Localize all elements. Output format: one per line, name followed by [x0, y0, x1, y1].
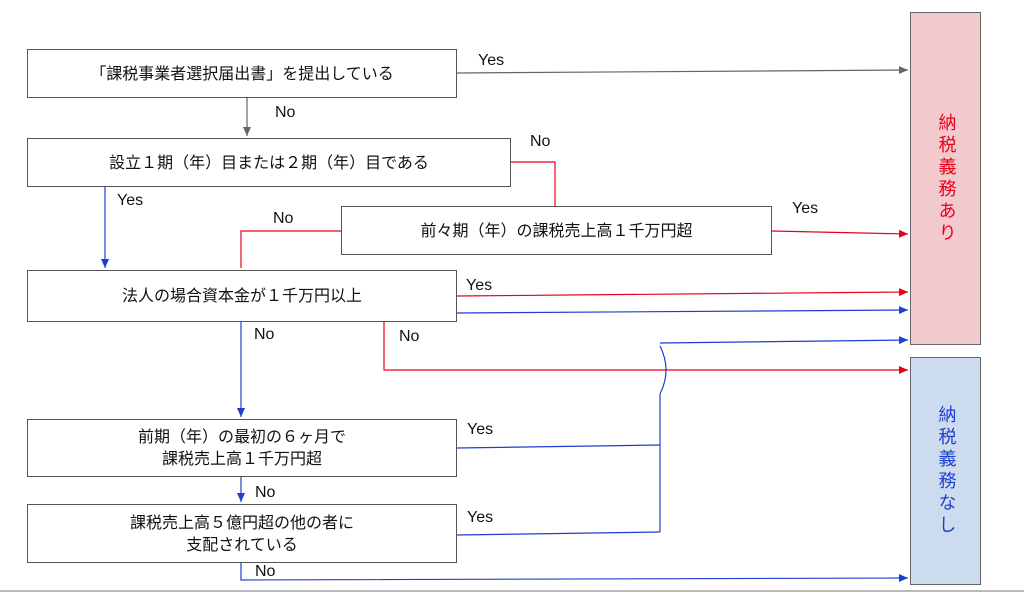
edge-q6-yes	[456, 531, 661, 536]
bottom-divider	[0, 590, 1024, 592]
result-obligated-text: 納税義務あり	[935, 112, 957, 245]
edge-q2-no	[511, 161, 556, 206]
label-q3-no: No	[273, 210, 294, 227]
result-obligated: 納税義務あり	[910, 12, 981, 345]
edge-q6-no	[240, 563, 909, 583]
decision-q1: 「課税事業者選択届出書」を提出している	[27, 49, 457, 98]
edge-q3-yes	[771, 229, 909, 238]
decision-q6: 課税売上高５億円超の他の者に 支配されている	[27, 504, 457, 563]
label-q4-no-blue: No	[254, 326, 275, 343]
edge-q4-no-red	[383, 322, 908, 374]
decision-q2: 設立１期（年）目または２期（年）目である	[27, 138, 511, 187]
decision-q4-text: 法人の場合資本金が１千万円以上	[121, 286, 362, 306]
decision-q5-line1: 前期（年）の最初の６ヶ月で	[137, 427, 346, 447]
edge-q3-no	[240, 230, 341, 268]
label-q4-yes: Yes	[466, 277, 493, 294]
edge-q4-yes-blue	[456, 306, 909, 315]
label-q6-yes: Yes	[467, 509, 494, 526]
label-q5-no: No	[255, 484, 276, 501]
decision-q5: 前期（年）の最初の６ヶ月で 課税売上高１千万円超	[27, 419, 457, 477]
label-q5-yes: Yes	[467, 421, 494, 438]
edge-q5-yes	[456, 444, 661, 449]
label-q3-yes: Yes	[792, 200, 819, 217]
edge-q1-yes	[456, 66, 909, 75]
label-q2-no: No	[530, 133, 551, 150]
decision-q1-text: 「課税事業者選択届出書」を提出している	[90, 63, 394, 83]
decision-q2-text: 設立１期（年）目または２期（年）目である	[109, 152, 429, 172]
edge-merge-to-result	[659, 336, 909, 345]
label-q1-yes: Yes	[478, 52, 505, 69]
result-not-obligated-text: 納税義務なし	[935, 405, 957, 537]
decision-q6-line2: 支配されている	[186, 534, 298, 554]
label-q6-no: No	[255, 563, 276, 580]
decision-q5-line2: 課税売上高１千万円超	[161, 449, 322, 468]
label-q2-yes: Yes	[117, 192, 144, 209]
decision-q3: 前々期（年）の課税売上高１千万円超	[341, 206, 772, 255]
label-q1-no: No	[275, 104, 296, 121]
edge-merge-hop	[659, 345, 667, 395]
label-q4-no-red: No	[399, 328, 420, 345]
decision-q3-text: 前々期（年）の課税売上高１千万円超	[420, 220, 693, 240]
decision-q6-line1: 課税売上高５億円超の他の者に	[129, 512, 354, 532]
decision-q4: 法人の場合資本金が１千万円以上	[27, 270, 457, 322]
result-not-obligated: 納税義務なし	[910, 357, 981, 585]
edge-q4-yes	[456, 288, 909, 297]
